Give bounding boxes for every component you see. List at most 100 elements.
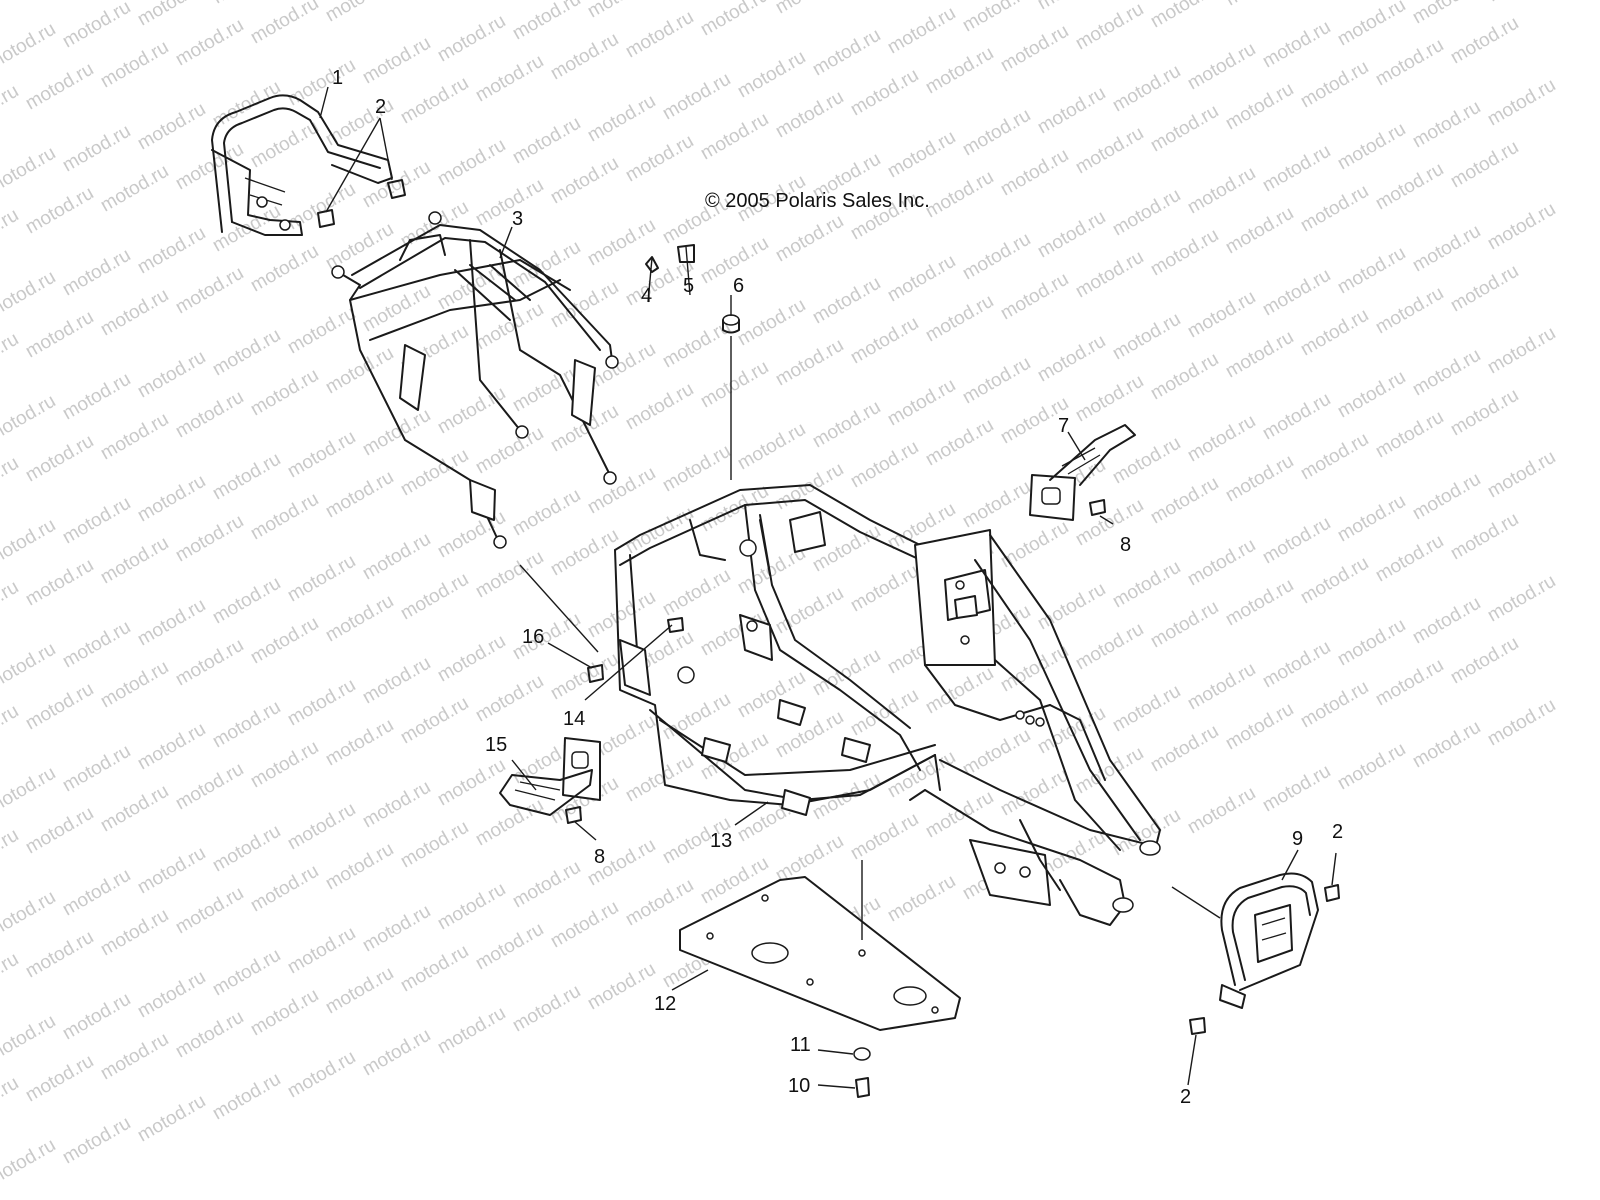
callout-14: 14 [563,708,585,730]
watermark-text: motod.ru [1372,159,1447,215]
watermark-text: motod.ru [1222,79,1297,135]
watermark-text: motod.ru [1109,557,1184,613]
watermark-text: motod.ru [172,15,247,71]
watermark-text: motod.ru [547,649,622,705]
watermark-text: motod.ru [659,69,734,125]
watermark-text: motod.ru [472,51,547,107]
watermark-text: motod.ru [284,55,359,111]
watermark-text: motod.ru [584,0,659,22]
watermark-text: motod.ru [472,671,547,727]
watermark-text: motod.ru [97,37,172,93]
watermark-text: motod.ru [1034,331,1109,387]
callout-8-right: 8 [1120,534,1131,556]
watermark-text: motod.ru [22,431,97,487]
watermark-text: motod.ru [209,697,284,753]
watermark-text: motod.ru [1184,39,1259,95]
watermark-text: motod.ru [1334,243,1409,299]
watermark-text: motod.ru [547,153,622,209]
watermark-text: motod.ru [1072,0,1147,54]
watermark-text: motod.ru [1484,0,1559,6]
watermark-text: motod.ru [1409,469,1484,525]
watermark-text: motod.ru [1147,0,1222,32]
watermark-text: motod.ru [397,445,472,501]
watermark-text: motod.ru [284,551,359,607]
watermark-text: motod.ru [1147,101,1222,157]
watermark-text: motod.ru [1222,203,1297,259]
watermark-text: motod.ru [922,663,997,719]
watermark-text: motod.ru [809,25,884,81]
watermark-text: motod.ru [884,3,959,59]
callout-11: 11 [790,1034,811,1056]
watermark-text: motod.ru [622,503,697,559]
watermark-text: motod.ru [134,595,209,651]
watermark-text: motod.ru [322,467,397,523]
watermark-text: motod.ru [997,517,1072,573]
watermark-text: motod.ru [22,679,97,735]
watermark-text: motod.ru [172,263,247,319]
watermark-text: motod.ru [0,639,59,695]
watermark-text: motod.ru [1147,597,1222,653]
watermark-text: motod.ru [509,857,584,913]
watermark-text: motod.ru [584,587,659,643]
watermark-text: motod.ru [772,0,847,18]
callout-1: 1 [332,67,343,89]
watermark-text: motod.ru [359,777,434,833]
watermark-text: motod.ru [1334,0,1409,50]
callout-5: 5 [683,275,694,297]
watermark-text: motod.ru [622,751,697,807]
callout-2-right: 2 [1332,821,1343,843]
watermark-text: motod.ru [1447,633,1522,689]
watermark-text: motod.ru [809,273,884,329]
watermark-text: motod.ru [434,507,509,563]
watermark-text: motod.ru [97,533,172,589]
watermark-text: motod.ru [772,335,847,391]
watermark-text: motod.ru [247,985,322,1041]
watermark-text: motod.ru [22,555,97,611]
watermark-text: motod.ru [97,781,172,837]
watermark-text: motod.ru [0,267,59,323]
watermark-text: motod.ru [959,725,1034,781]
callout-16: 16 [522,626,544,648]
part-rear-grab-bar [211,94,393,236]
watermark-text: motod.ru [697,0,772,40]
watermark-text: motod.ru [0,143,59,199]
watermark-text: motod.ru [922,415,997,471]
watermark-text: motod.ru [22,803,97,859]
watermark-text: motod.ru [1222,699,1297,755]
watermark-text: motod.ru [0,453,22,509]
watermark-text: motod.ru [547,277,622,333]
watermark-text: motod.ru [1222,451,1297,507]
watermark-text: motod.ru [134,843,209,899]
watermark-text: motod.ru [134,719,209,775]
watermark-text: motod.ru [1109,61,1184,117]
watermark-text: motod.ru [134,967,209,1023]
watermark-text: motod.ru [1447,13,1522,69]
watermark-text: motod.ru [847,313,922,369]
watermark-text: motod.ru [0,887,59,943]
watermark-text: motod.ru [22,183,97,239]
watermark-text: motod.ru [0,81,22,137]
watermark-text: motod.ru [1109,433,1184,489]
watermark-text: motod.ru [359,33,434,89]
watermark-text: motod.ru [622,131,697,187]
watermark-text: motod.ru [1409,221,1484,277]
watermark-text: motod.ru [0,701,22,757]
watermark-text: motod.ru [397,0,472,4]
watermark-text: motod.ru [172,1007,247,1063]
watermark-text: motod.ru [1334,739,1409,795]
watermark-text: motod.ru [0,577,22,633]
watermark-text: motod.ru [1147,349,1222,405]
callout-numbers: 1 2 3 4 5 6 7 8 16 14 15 8 13 12 9 2 11 … [332,67,1343,1108]
watermark-text: motod.ru [959,0,1034,36]
watermark-text: motod.ru [1297,305,1372,361]
watermark-text: motod.ru [659,689,734,745]
watermark-text: motod.ru [622,875,697,931]
watermark-text: motod.ru [247,241,322,297]
watermark-text: motod.ru [959,477,1034,533]
watermark-text: motod.ru [0,1135,59,1191]
watermark-text: motod.ru [1334,491,1409,547]
watermark-text: motod.ru [1184,535,1259,591]
watermark-text: motod.ru [1484,75,1559,131]
watermark-text: motod.ru [22,59,97,115]
watermark-text: motod.ru [172,139,247,195]
